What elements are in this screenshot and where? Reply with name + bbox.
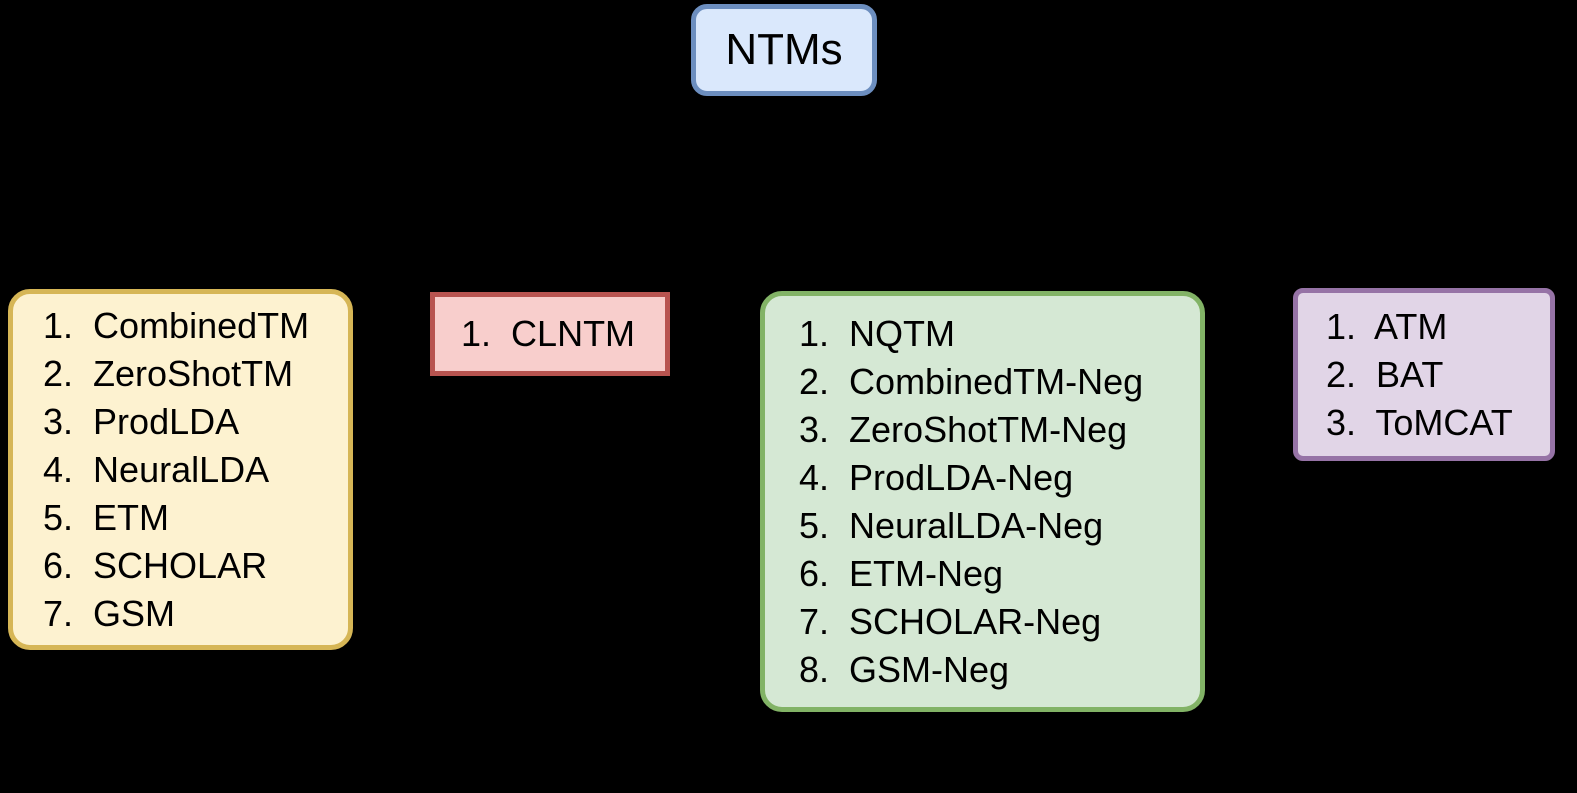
list-item: 1. NQTM xyxy=(799,310,1200,358)
list-item-label: ATM xyxy=(1374,305,1448,347)
list-item: 1. CLNTM xyxy=(461,310,665,358)
list-item-label: ETM-Neg xyxy=(849,552,1004,594)
list-item-number: 4. xyxy=(43,448,84,490)
list-item-label: SCHOLAR-Neg xyxy=(849,600,1102,642)
list-item: 3. ZeroShotTM-Neg xyxy=(799,406,1200,454)
list-item-number: 3. xyxy=(43,400,84,442)
list-item: 8. GSM-Neg xyxy=(799,646,1200,694)
list-item-label: ZeroShotTM-Neg xyxy=(849,408,1128,450)
list-item: 6. ETM-Neg xyxy=(799,550,1200,598)
list-item-label: ProdLDA xyxy=(93,400,240,442)
list-item-number: 7. xyxy=(799,600,840,642)
list-item-label: GSM xyxy=(93,592,176,634)
list-item: 2. BAT xyxy=(1326,351,1550,399)
list-item: 4. NeuralLDA xyxy=(43,446,348,494)
list-item-number: 1. xyxy=(43,304,84,346)
list-item-label: CombinedTM xyxy=(93,304,310,346)
list-item-number: 2. xyxy=(43,352,84,394)
list-item: 7. SCHOLAR-Neg xyxy=(799,598,1200,646)
list-contrastive: 1. CLNTM xyxy=(461,310,665,358)
node-group-adversarial[interactable]: 1. ATM 2. BAT 3. ToMCAT xyxy=(1293,288,1555,461)
list-item: 2. ZeroShotTM xyxy=(43,350,348,398)
node-ntms-root-label: NTMs xyxy=(725,25,843,74)
list-item-label: NQTM xyxy=(849,312,956,354)
list-item: 5. ETM xyxy=(43,494,348,542)
list-item-number: 1. xyxy=(461,313,502,354)
list-item-number: 3. xyxy=(799,408,840,450)
list-item-number: 3. xyxy=(1326,401,1367,443)
list-item-label: CLNTM xyxy=(511,313,636,354)
list-item-number: 7. xyxy=(43,592,84,634)
list-item: 3. ToMCAT xyxy=(1326,399,1550,447)
list-adversarial: 1. ATM 2. BAT 3. ToMCAT xyxy=(1326,303,1550,447)
list-item-label: BAT xyxy=(1376,353,1444,395)
list-item: 1. ATM xyxy=(1326,303,1550,351)
list-item-label: ToMCAT xyxy=(1375,401,1513,443)
list-item-number: 1. xyxy=(1326,305,1367,347)
list-item: 6. SCHOLAR xyxy=(43,542,348,590)
list-item-label: ProdLDA-Neg xyxy=(849,456,1074,498)
list-item-number: 2. xyxy=(799,360,840,402)
node-group-vanilla[interactable]: 1. CombinedTM 2. ZeroShotTM 3. ProdLDA 4… xyxy=(8,289,353,650)
list-item: 3. ProdLDA xyxy=(43,398,348,446)
list-item-number: 4. xyxy=(799,456,840,498)
list-item-label: NeuralLDA xyxy=(93,448,270,490)
list-item-label: ZeroShotTM xyxy=(93,352,294,394)
list-item-number: 5. xyxy=(799,504,840,546)
list-item-label: GSM-Neg xyxy=(849,648,1010,690)
node-ntms-root[interactable]: NTMs xyxy=(691,4,877,96)
node-group-negative[interactable]: 1. NQTM 2. CombinedTM-Neg 3. ZeroShotTM-… xyxy=(760,291,1205,712)
list-item-number: 6. xyxy=(43,544,84,586)
list-item-number: 8. xyxy=(799,648,840,690)
list-item-number: 1. xyxy=(799,312,840,354)
list-item: 4. ProdLDA-Neg xyxy=(799,454,1200,502)
list-item-label: SCHOLAR xyxy=(93,544,268,586)
list-item-number: 5. xyxy=(43,496,84,538)
list-vanilla: 1. CombinedTM 2. ZeroShotTM 3. ProdLDA 4… xyxy=(43,302,348,638)
list-item: 5. NeuralLDA-Neg xyxy=(799,502,1200,550)
list-item-number: 2. xyxy=(1326,353,1367,395)
list-item: 1. CombinedTM xyxy=(43,302,348,350)
list-item-label: NeuralLDA-Neg xyxy=(849,504,1104,546)
list-item: 7. GSM xyxy=(43,590,348,638)
node-group-contrastive[interactable]: 1. CLNTM xyxy=(430,292,670,376)
list-item-number: 6. xyxy=(799,552,840,594)
list-negative: 1. NQTM 2. CombinedTM-Neg 3. ZeroShotTM-… xyxy=(799,310,1200,694)
list-item: 2. CombinedTM-Neg xyxy=(799,358,1200,406)
list-item-label: CombinedTM-Neg xyxy=(849,360,1144,402)
list-item-label: ETM xyxy=(93,496,170,538)
